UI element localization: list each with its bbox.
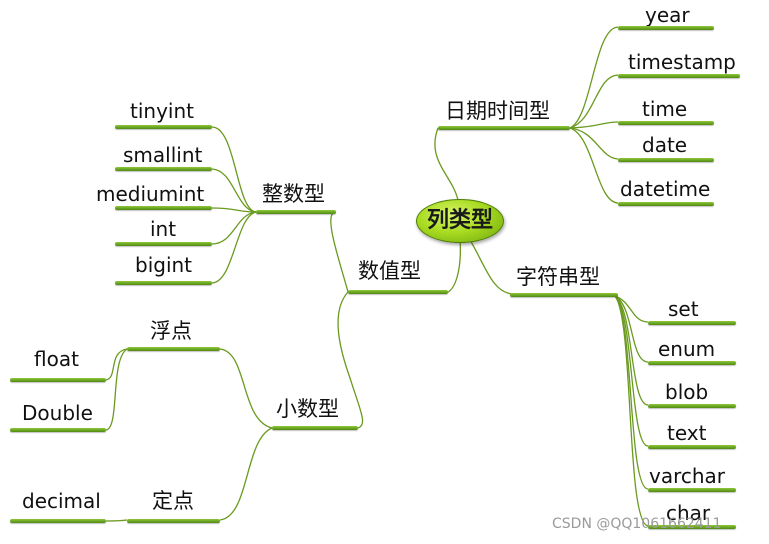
connector-datetime-datetime xyxy=(569,127,619,204)
connector-numeric-decimal xyxy=(337,291,364,429)
connector-floating-double xyxy=(105,348,128,431)
root-label: 列类型 xyxy=(426,208,493,233)
branch-label-datetime: 日期时间型 xyxy=(445,99,550,123)
leaf-tinyint: tinyint xyxy=(130,99,194,123)
branch-underline-datetime xyxy=(438,126,570,130)
connector-datetime-year xyxy=(569,26,619,129)
leaf-varchar: varchar xyxy=(649,464,726,488)
connector-integer-bigint xyxy=(211,211,257,284)
connector-fixed-decimal xyxy=(105,519,128,522)
sub-label-decimal-type: 小数型 xyxy=(276,397,339,421)
leaf-underline-bigint xyxy=(115,281,212,285)
root-node: 列类型 xyxy=(416,199,504,243)
sub-underline-decimal-type xyxy=(272,426,358,430)
branch-underline-numeric xyxy=(348,290,448,294)
leaf-bigint: bigint xyxy=(135,253,193,277)
leaf-underline-time xyxy=(618,121,714,125)
leaf-double: Double xyxy=(22,401,93,425)
leaf-float: float xyxy=(34,347,79,371)
leaf-decimal: decimal xyxy=(22,489,101,513)
branch-label-string: 字符串型 xyxy=(516,265,600,289)
leaf-int: int xyxy=(150,217,177,241)
leaf-underline-char xyxy=(648,525,736,529)
connector-datetime-timestamp xyxy=(569,74,619,129)
connector-root-string xyxy=(469,239,513,295)
sub-underline-integer xyxy=(256,210,336,214)
branch-label-numeric: 数值型 xyxy=(358,259,421,283)
leaf-underline-double xyxy=(10,428,106,432)
sub-underline-floating xyxy=(127,347,220,351)
leaf-underline-mediumint xyxy=(115,206,212,210)
connector-string-char xyxy=(614,295,649,527)
leaf-year: year xyxy=(645,3,690,27)
connector-integer-mediumint xyxy=(211,207,257,213)
leaf-timestamp: timestamp xyxy=(628,50,736,74)
leaf-set: set xyxy=(668,297,699,321)
sub-label-fixed: 定点 xyxy=(152,489,194,513)
leaf-date: date xyxy=(642,133,688,157)
connector-decimal-fixed xyxy=(219,427,273,521)
leaf-blob: blob xyxy=(665,380,709,404)
leaf-underline-smallint xyxy=(115,167,212,171)
connector-floating-float xyxy=(105,348,128,381)
connector-string-enum xyxy=(614,295,649,363)
leaf-enum: enum xyxy=(658,337,716,361)
leaf-smallint: smallint xyxy=(123,143,203,167)
connector-numeric-integer xyxy=(330,211,349,293)
leaf-underline-varchar xyxy=(648,488,736,492)
leaf-underline-float xyxy=(10,378,106,382)
leaf-char: char xyxy=(666,501,711,525)
sub-underline-fixed xyxy=(127,519,220,523)
connector-datetime-date xyxy=(569,127,619,160)
connector-datetime-time xyxy=(569,121,619,129)
leaf-time: time xyxy=(642,97,688,121)
connector-string-blob xyxy=(614,295,649,406)
connector-string-set xyxy=(614,295,649,323)
sub-label-floating: 浮点 xyxy=(150,319,192,343)
leaf-underline-enum xyxy=(648,361,736,365)
leaf-mediumint: mediumint xyxy=(96,182,205,206)
connector-string-varchar xyxy=(614,295,649,490)
connector-string-text xyxy=(614,295,649,447)
leaf-text: text xyxy=(667,421,707,445)
leaf-underline-int xyxy=(115,242,212,246)
leaf-underline-timestamp xyxy=(618,74,740,78)
leaf-underline-decimal xyxy=(10,519,106,523)
leaf-underline-tinyint xyxy=(115,125,212,129)
leaf-datetime: datetime xyxy=(620,177,711,201)
connector-root-datetime xyxy=(434,127,459,201)
leaf-underline-text xyxy=(648,445,736,449)
connector-integer-int xyxy=(211,211,257,245)
leaf-underline-date xyxy=(618,158,714,162)
connector-integer-smallint xyxy=(211,168,257,213)
leaf-underline-set xyxy=(648,321,736,325)
connector-root-numeric xyxy=(444,239,461,294)
leaf-underline-datetime xyxy=(618,202,714,206)
leaf-underline-blob xyxy=(648,404,736,408)
sub-label-integer: 整数型 xyxy=(262,182,325,206)
watermark: CSDN @QQ1061662411 xyxy=(552,516,722,532)
leaf-underline-year xyxy=(618,26,714,30)
connector-decimal-floating xyxy=(219,348,273,429)
branch-underline-string xyxy=(510,293,618,297)
connector-integer-tinyint xyxy=(211,126,257,213)
